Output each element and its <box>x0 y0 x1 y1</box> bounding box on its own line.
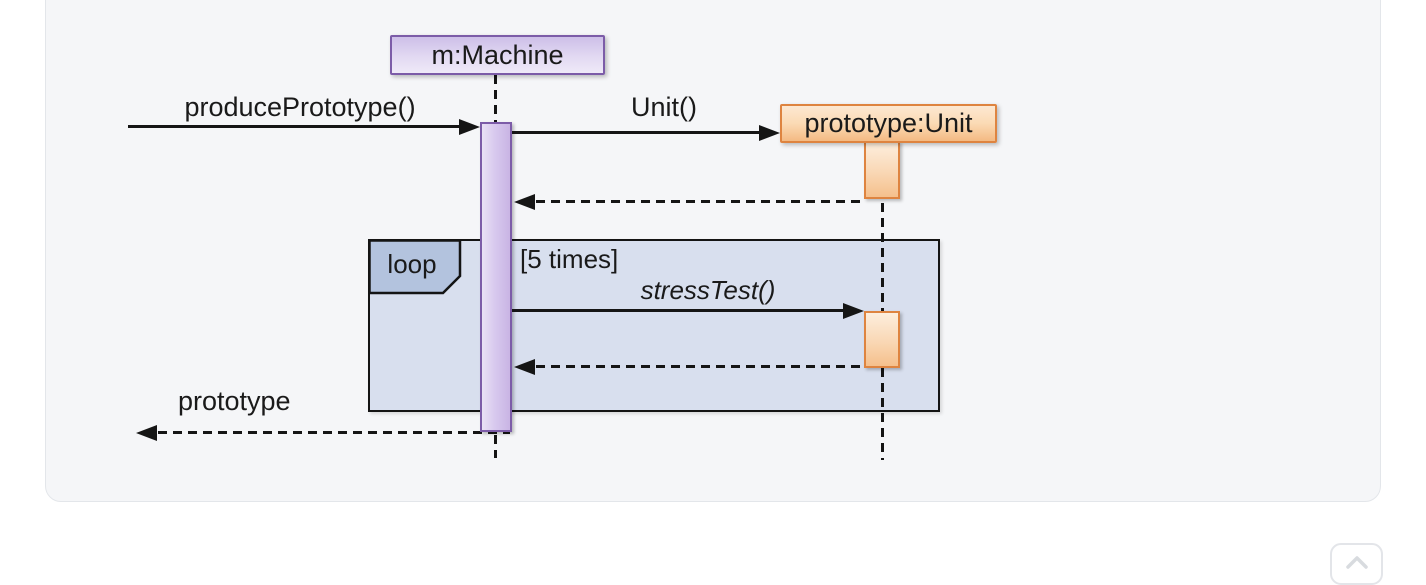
message-line-return-1 <box>536 200 866 203</box>
scroll-to-top-button[interactable] <box>1330 543 1383 585</box>
message-label-produceprototype: producePrototype() <box>184 92 416 122</box>
loop-operator-label: loop <box>387 249 437 279</box>
loop-fragment-frame <box>367 238 940 412</box>
unit-lifeline-header: prototype:Unit <box>780 104 997 143</box>
message-line-return-2 <box>536 365 866 368</box>
machine-activation-bar <box>480 122 512 432</box>
arrowhead-return-1 <box>514 194 535 210</box>
unit-activation-bar-2 <box>864 311 900 368</box>
loop-operator-pentagon <box>367 238 461 294</box>
unit-lifeline <box>881 143 884 460</box>
machine-lifeline-label: m:Machine <box>431 39 564 70</box>
message-line-stresstest <box>512 309 843 312</box>
arrowhead-unit <box>759 125 780 141</box>
chevron-up-icon <box>1345 556 1368 569</box>
arrowhead-stresstest <box>843 303 864 319</box>
message-label-unit: Unit() <box>631 92 697 122</box>
message-line-produceprototype <box>128 125 462 128</box>
arrowhead-produceprototype <box>459 119 480 135</box>
message-line-prototype-return <box>158 431 510 434</box>
arrowhead-prototype-return <box>136 425 157 441</box>
message-label-prototype-return: prototype <box>178 386 291 416</box>
unit-lifeline-label: prototype:Unit <box>804 108 973 138</box>
arrowhead-return-2 <box>514 359 535 375</box>
message-label-stresstest: stressTest() <box>640 275 776 305</box>
machine-lifeline-header: m:Machine <box>390 35 605 75</box>
unit-activation-bar-1 <box>864 141 900 199</box>
loop-guard-label: [5 times] <box>520 244 619 274</box>
message-line-unit <box>512 131 762 134</box>
